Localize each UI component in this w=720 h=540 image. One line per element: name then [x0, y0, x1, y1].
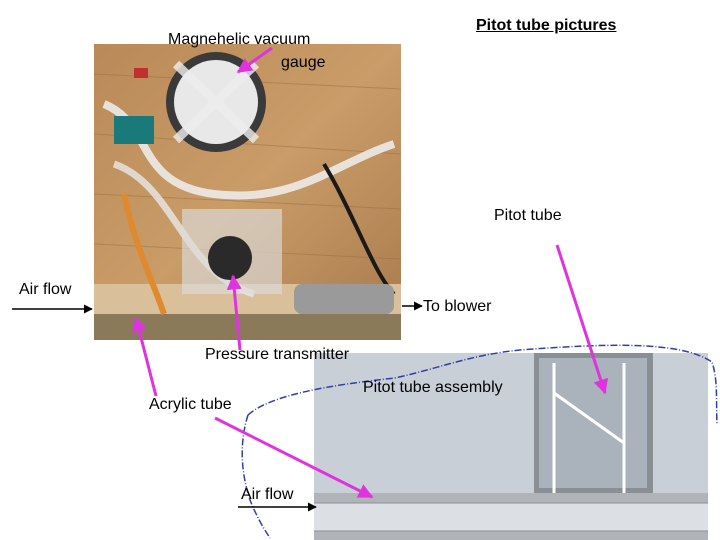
gauge-pointer: [236, 46, 273, 74]
gauge-label-line2: gauge: [281, 54, 326, 71]
acrylic-tube-pointer-1: [132, 316, 158, 397]
page-title: Pitot tube pictures: [476, 17, 617, 34]
pitot-assembly-label: Pitot tube assembly: [363, 379, 503, 396]
air-flow-label-top: Air flow: [19, 281, 72, 298]
air-flow-label-bottom: Air flow: [241, 486, 294, 503]
pitot-assembly-photo: [314, 353, 708, 540]
pitot-tube-label: Pitot tube: [494, 207, 562, 224]
gauge-label-line1: Magnehelic vacuum: [168, 31, 311, 48]
to-blower-label: To blower: [423, 298, 492, 315]
pitot-tube-pointer: [555, 244, 608, 395]
pressure-transmitter-label: Pressure transmitter: [205, 346, 350, 363]
acrylic-tube-label: Acrylic tube: [149, 396, 232, 413]
transmitter-pointer: [226, 274, 242, 351]
gauge-setup-photo: [94, 44, 401, 340]
assembly-outline: [241, 344, 718, 539]
acrylic-tube-pointer-2: [214, 416, 374, 499]
